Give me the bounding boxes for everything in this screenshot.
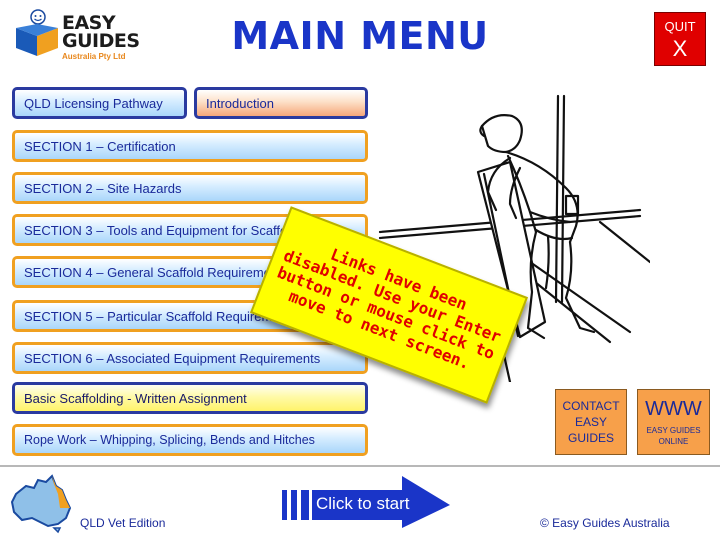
menu-item-section-2[interactable]: SECTION 2 – Site Hazards [12,172,368,204]
menu-item-label: SECTION 4 – General Scaffold Requirement… [24,264,289,280]
quit-button[interactable]: QUIT X [654,12,706,66]
page-title: MAIN MENU [231,14,489,58]
logo-text-guides: GUIDES [62,30,140,52]
contact-easy-guides-button[interactable]: CONTACT EASY GUIDES [555,389,627,455]
www-label: WWW [645,398,702,420]
edition-label: QLD Vet Edition [80,516,166,530]
menu-item-label: SECTION 1 – Certification [24,138,176,154]
menu-item-label: SECTION 6 – Associated Equipment Require… [24,350,321,366]
easy-guides-logo: EASY GUIDES Australia Pty Ltd [14,8,154,66]
menu-item-label: Introduction [206,95,274,111]
start-label: Click to start [316,494,410,513]
quit-label: QUIT [664,19,696,34]
footer-divider [0,465,720,467]
copyright-label: © Easy Guides Australia [540,516,670,530]
menu-item-label: SECTION 5 – Particular Scaffold Requirem… [24,308,297,324]
scaffolder-illustration [360,92,652,384]
menu-item-label: Rope Work – Whipping, Splicing, Bends an… [24,433,315,447]
menu-item-licensing-pathway[interactable]: QLD Licensing Pathway [12,87,187,119]
contact-line-1: CONTACT [562,399,620,413]
menu-item-label: QLD Licensing Pathway [24,95,163,111]
menu-item-rope-work[interactable]: Rope Work – Whipping, Splicing, Bends an… [12,424,368,456]
contact-line-3: GUIDES [567,431,614,445]
menu-item-label: SECTION 2 – Site Hazards [24,180,182,196]
logo-text-easy: EASY [62,12,116,34]
menu-item-section-6[interactable]: SECTION 6 – Associated Equipment Require… [12,342,368,374]
www-line-3: ONLINE [658,437,689,446]
menu-item-written-assignment[interactable]: Basic Scaffolding - Written Assignment [12,382,368,414]
easy-guides-online-button[interactable]: WWW EASY GUIDES ONLINE [637,389,710,455]
start-arrow-icon [282,476,450,528]
contact-line-2: EASY [574,415,607,429]
australia-map-icon [8,472,78,534]
menu-item-introduction[interactable]: Introduction [194,87,368,119]
menu-item-label: SECTION 3 – Tools and Equipment for Scaf… [24,222,315,238]
menu-item-label: Basic Scaffolding - Written Assignment [24,390,247,406]
click-to-start-button[interactable]: Click to start [282,476,452,528]
www-line-2: EASY GUIDES [646,426,701,435]
globe-book-logo-icon [16,9,58,56]
logo-subtext: Australia Pty Ltd [62,52,126,61]
menu-item-section-1[interactable]: SECTION 1 – Certification [12,130,368,162]
close-icon: X [672,36,688,61]
